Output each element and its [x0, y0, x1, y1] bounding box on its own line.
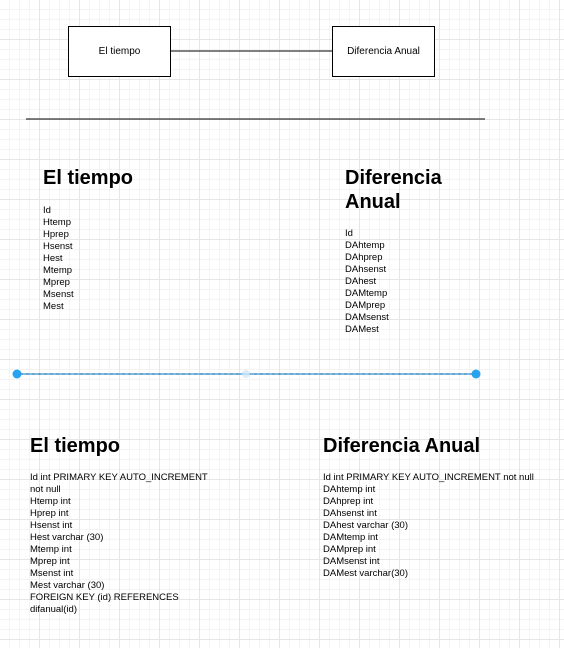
field-item: Mest varchar (30)	[30, 580, 105, 591]
field-item: Htemp int	[30, 496, 71, 507]
field-item: DAhtemp	[345, 240, 385, 251]
field-item: difanual(id)	[30, 604, 77, 615]
title-line: Diferencia	[345, 167, 442, 189]
entity-box-el-tiempo[interactable]: El tiempo	[68, 26, 171, 77]
field-item: Mprep int	[30, 556, 70, 567]
selection-handle-start[interactable]	[12, 369, 22, 379]
section1-left-title[interactable]: El tiempo	[43, 167, 134, 189]
field-item: DAMest varchar(30)	[323, 568, 408, 579]
field-item: Id	[345, 228, 353, 239]
field-item: DAhprep int	[323, 496, 374, 507]
field-item: DAhprep	[345, 252, 383, 263]
field-item: Msenst	[43, 289, 74, 300]
section2-right-field-list[interactable]: Id int PRIMARY KEY AUTO_INCREMENT not nu…	[323, 472, 534, 580]
section2-right-title[interactable]: Diferencia Anual	[323, 435, 481, 457]
field-item: Hsenst int	[30, 520, 73, 531]
field-item: Hest	[43, 253, 63, 264]
field-item: DAMest	[345, 324, 379, 335]
field-item: Mest	[43, 301, 64, 312]
section2-left-title[interactable]: El tiempo	[30, 435, 121, 457]
field-item: DAhsenst int	[323, 508, 377, 519]
section1-right-title[interactable]: Diferencia Anual	[345, 166, 442, 214]
field-item: DAMprep	[345, 300, 386, 311]
field-item: Mprep	[43, 277, 70, 288]
field-item: Id	[43, 205, 51, 216]
field-item: not null	[30, 484, 61, 495]
field-item: Hsenst	[43, 241, 73, 252]
field-item: Id int PRIMARY KEY AUTO_INCREMENT not nu…	[323, 472, 534, 483]
field-item: Hprep int	[30, 508, 69, 519]
field-item: DAMtemp int	[323, 532, 378, 543]
field-item: Msenst int	[30, 568, 74, 579]
field-item: Id int PRIMARY KEY AUTO_INCREMENT	[30, 472, 208, 483]
field-item: Htemp	[43, 217, 71, 228]
field-item: DAhest	[345, 276, 377, 287]
entity-box-label: Diferencia Anual	[347, 46, 420, 57]
entity-box-label: El tiempo	[98, 46, 141, 57]
field-item: DAMsenst int	[323, 556, 380, 567]
field-item: Mtemp	[43, 265, 73, 276]
field-item: Hprep	[43, 229, 69, 240]
field-item: DAhtemp int	[323, 484, 376, 495]
title-line: Anual	[345, 191, 401, 213]
field-item: DAMtemp	[345, 288, 388, 299]
field-item: Hest varchar (30)	[30, 532, 104, 543]
field-item: DAhsenst	[345, 264, 387, 275]
field-item: Mtemp int	[30, 544, 72, 555]
field-item: DAhest varchar (30)	[323, 520, 409, 531]
selection-handle-end[interactable]	[471, 369, 481, 379]
field-item: DAMsenst	[345, 312, 389, 323]
field-item: DAMprep int	[323, 544, 376, 555]
field-item: FOREIGN KEY (id) REFERENCES	[30, 592, 179, 603]
selection-handle-mid[interactable]	[242, 370, 250, 378]
entity-box-diferencia-anual[interactable]: Diferencia Anual	[332, 26, 435, 77]
